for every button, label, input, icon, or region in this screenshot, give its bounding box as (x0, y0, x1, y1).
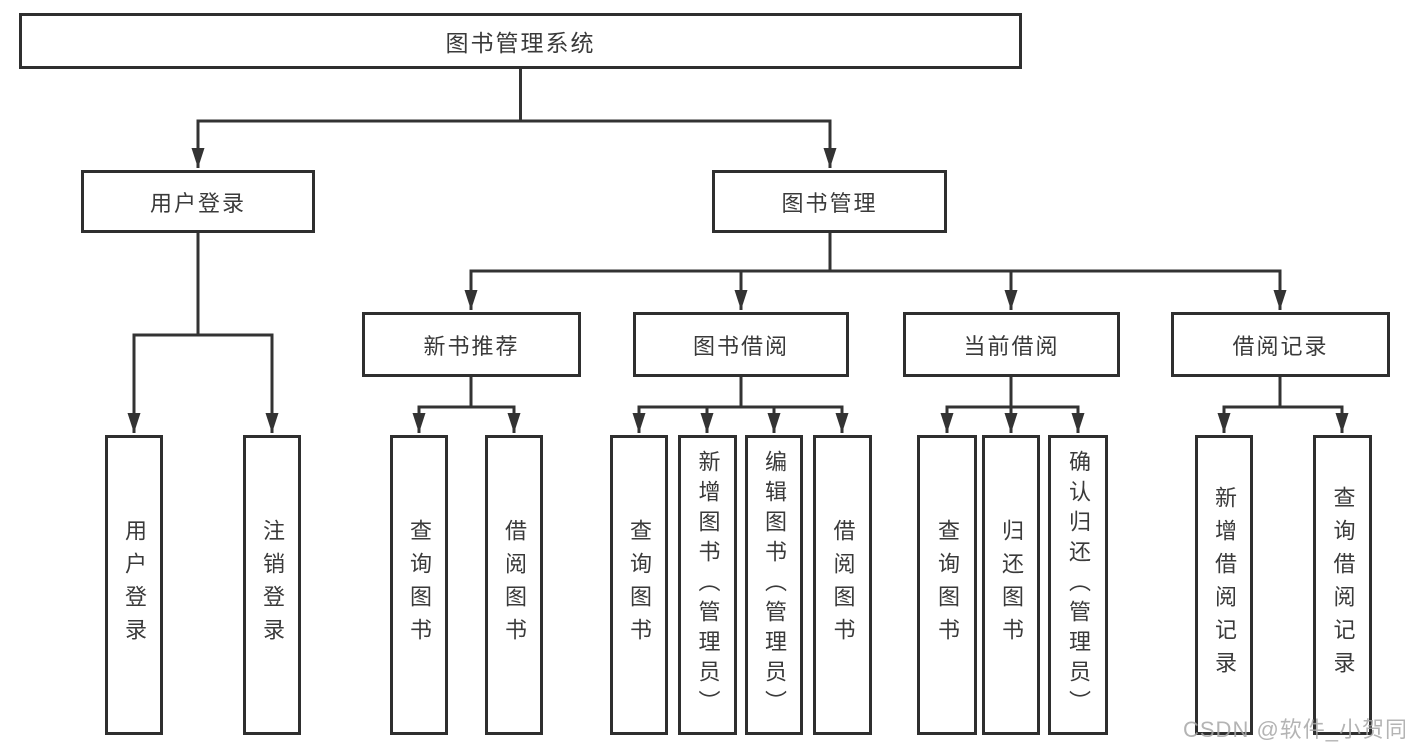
leaf-label: 注销登录 (260, 519, 285, 651)
csdn-watermark: CSDN @软件_小贺同学 (1183, 717, 1405, 742)
node-label: 图书管理系统 (445, 30, 596, 56)
node-book-management: 图书管理 (712, 170, 947, 233)
leaf-label: 借阅图书 (502, 519, 527, 651)
leaf-query-books-current: 查询图书 (917, 435, 977, 735)
leaf-borrow-books-recommendation: 借阅图书 (485, 435, 543, 735)
leaf-edit-books-admin: 编辑图书（管理员） (745, 435, 803, 735)
node-book-borrowing: 图书借阅 (633, 312, 849, 377)
leaf-logout: 注销登录 (243, 435, 301, 735)
leaf-query-books-borrowing: 查询图书 (610, 435, 668, 735)
node-label: 用户登录 (149, 190, 246, 216)
leaf-confirm-return-admin: 确认归还（管理员） (1048, 435, 1108, 735)
node-current-borrowing: 当前借阅 (903, 312, 1120, 377)
leaf-label: 借阅图书 (830, 519, 856, 651)
node-new-book-recommendation: 新书推荐 (362, 312, 581, 377)
leaf-label: 归还图书 (999, 519, 1024, 651)
node-borrowing-records: 借阅记录 (1171, 312, 1390, 377)
leaf-label: 编辑图书（管理员） (762, 450, 787, 720)
leaf-label: 用户登录 (122, 519, 147, 651)
node-user-login: 用户登录 (81, 170, 315, 233)
node-label: 借阅记录 (1232, 333, 1329, 359)
leaf-user-login: 用户登录 (105, 435, 163, 735)
leaf-return-books: 归还图书 (982, 435, 1040, 735)
node-label: 图书借阅 (692, 333, 789, 359)
leaf-label: 新增借阅记录 (1212, 486, 1237, 684)
leaf-label: 确认归还（管理员） (1066, 450, 1091, 720)
node-label: 新书推荐 (423, 333, 520, 359)
leaf-add-borrow-record: 新增借阅记录 (1195, 435, 1253, 735)
leaf-label: 查询借阅记录 (1330, 486, 1356, 684)
leaf-label: 查询图书 (935, 519, 960, 651)
node-library-management-system: 图书管理系统 (19, 13, 1022, 69)
leaf-borrow-books: 借阅图书 (813, 435, 872, 735)
leaf-add-books-admin: 新增图书（管理员） (678, 435, 737, 735)
leaf-label: 查询图书 (407, 519, 432, 651)
leaf-query-borrow-record: 查询借阅记录 (1313, 435, 1372, 735)
node-label: 当前借阅 (963, 333, 1060, 359)
leaf-label: 查询图书 (627, 519, 652, 651)
node-label: 图书管理 (781, 190, 878, 216)
leaf-label: 新增图书（管理员） (695, 450, 721, 720)
leaf-query-books-recommendation: 查询图书 (390, 435, 448, 735)
